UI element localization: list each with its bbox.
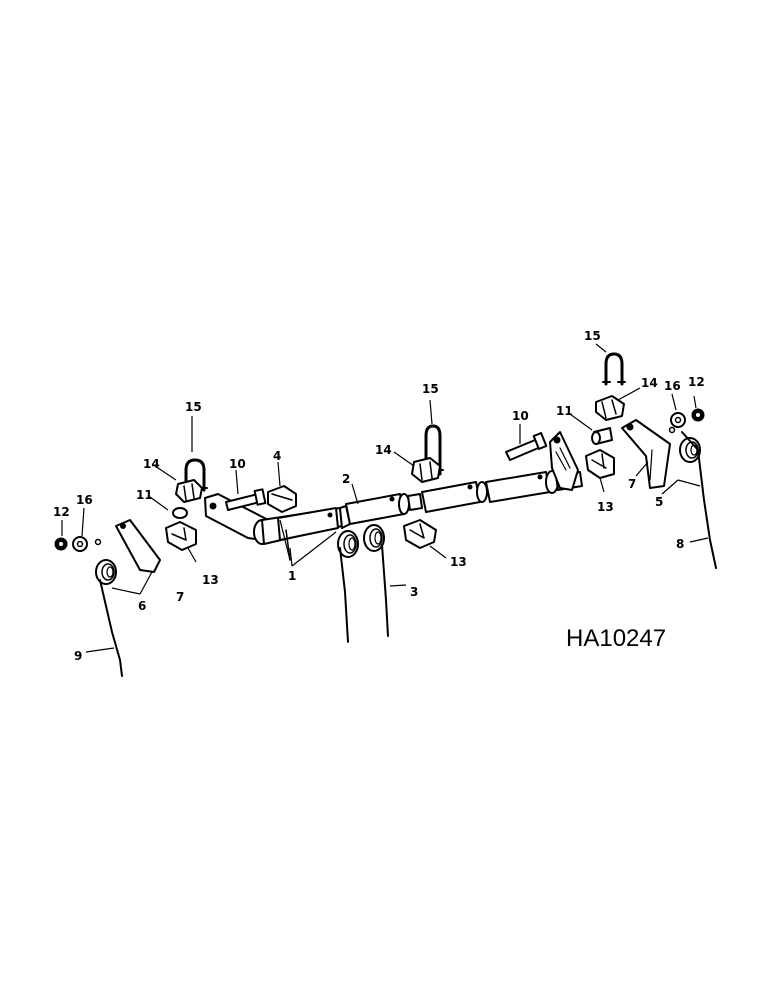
- washer-part-16-right: [670, 412, 686, 428]
- spring-tines-part-3: [337, 524, 389, 643]
- arm-part-7-left: [115, 519, 161, 573]
- callout-8: 8: [676, 537, 684, 551]
- callout-5: 5: [655, 495, 663, 509]
- drawing-code: HA10247: [566, 625, 666, 652]
- callout-10-left: 10: [229, 457, 246, 471]
- clip-plate-part-4: [267, 485, 297, 513]
- u-bolt-part-15-right: [602, 352, 626, 386]
- clamp-half-part-14-left: [175, 479, 203, 503]
- callout-3: 3: [410, 585, 418, 599]
- callout-14-left: 14: [143, 457, 160, 471]
- callout-15-left: 15: [185, 400, 202, 414]
- bushing-part-11-left: [172, 507, 188, 519]
- callout-9: 9: [74, 649, 82, 663]
- spring-part-5-right: [679, 437, 701, 463]
- callout-13-right: 13: [597, 500, 614, 514]
- callout-16-right: 16: [664, 379, 681, 393]
- callout-15-mid: 15: [422, 382, 439, 396]
- callout-7-left: 7: [176, 590, 184, 604]
- arm-part-7-right: [621, 419, 671, 489]
- callout-7-right: 7: [628, 477, 636, 491]
- clamp-half-part-14-mid: [411, 457, 441, 483]
- callout-16-left: 16: [76, 493, 93, 507]
- main-shaft-assembly: [204, 431, 583, 561]
- callout-11-right: 11: [556, 404, 573, 418]
- leader-lines: [61, 343, 709, 653]
- callout-2: 2: [342, 472, 350, 486]
- callout-10-right: 10: [512, 409, 529, 423]
- bushing-part-11-right: [591, 427, 613, 445]
- washer-part-16-left: [72, 536, 88, 552]
- callout-4: 4: [273, 449, 281, 463]
- callout-labels: 1 2 3 4 5 6 7 7 8 9 10 10 11 11 12 12 13…: [53, 329, 705, 663]
- bolt-part-10-left: [225, 488, 267, 511]
- callout-13-left: 13: [202, 573, 219, 587]
- spring-part-6-left: [95, 559, 117, 585]
- tine-part-9: [99, 579, 123, 677]
- tine-part-8: [681, 431, 717, 569]
- clamp-block-part-13-mid: [403, 519, 437, 549]
- callout-11-left: 11: [136, 488, 153, 502]
- bolt-part-10-right: [505, 432, 548, 461]
- callout-12-right: 12: [688, 375, 705, 389]
- callout-13-mid: 13: [450, 555, 467, 569]
- callout-14-mid: 14: [375, 443, 392, 457]
- callout-15-right: 15: [584, 329, 601, 343]
- callout-12-left: 12: [53, 505, 70, 519]
- clamp-block-part-13-left: [165, 521, 197, 551]
- callout-6: 6: [138, 599, 146, 613]
- clamp-half-part-14-right: [595, 395, 625, 421]
- callout-14-right: 14: [641, 376, 658, 390]
- callout-1: 1: [288, 569, 296, 583]
